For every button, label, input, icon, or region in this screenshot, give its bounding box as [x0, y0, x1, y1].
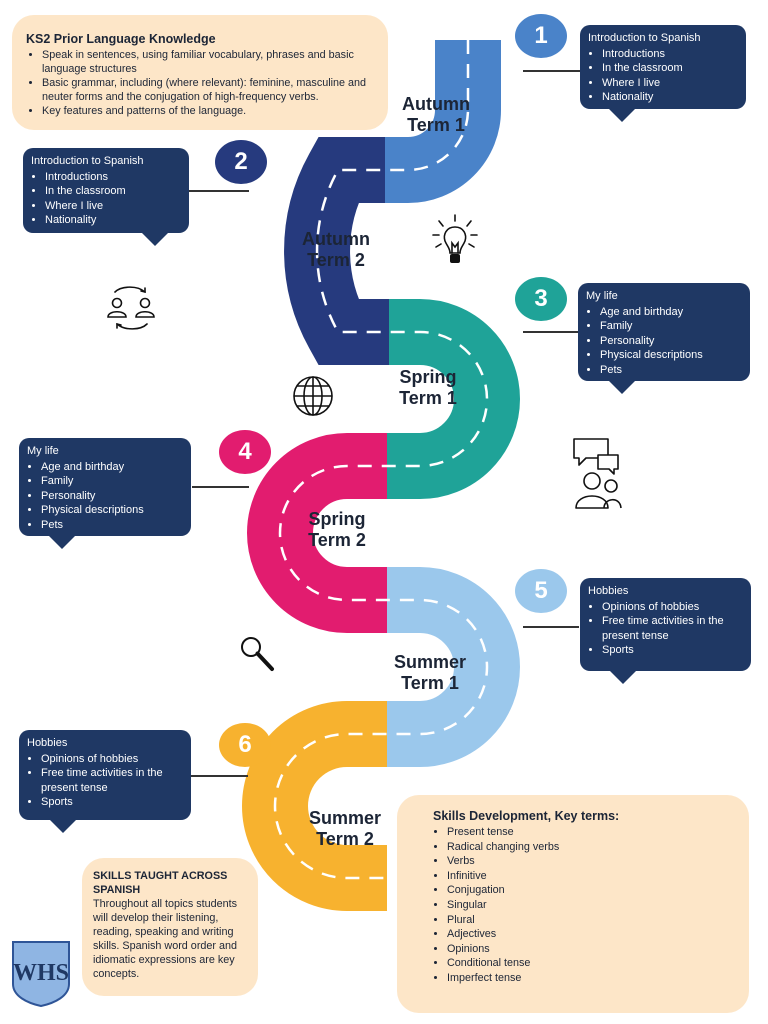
topic-item: Free time activities in the present tens…: [41, 766, 183, 795]
key-term: Opinions: [447, 942, 737, 957]
topic-item: Opinions of hobbies: [602, 600, 743, 615]
topic-item: Introductions: [602, 47, 738, 62]
globe-icon: [293, 376, 333, 416]
road-segment-summer-term-2: [242, 701, 387, 911]
connector-line-2: [189, 190, 249, 192]
road-center-dashes: [273, 40, 489, 880]
key-term: Imperfect tense: [447, 971, 737, 986]
term-number-badge-5: 5: [515, 569, 567, 613]
term-number-badge-3: 3: [515, 277, 567, 321]
topic-item: In the classroom: [602, 61, 738, 76]
people-exchange-icon: [107, 286, 155, 330]
topic-title: Hobbies: [27, 737, 68, 749]
topic-item: Physical descriptions: [600, 348, 742, 363]
callout-pointer: [608, 380, 636, 394]
connector-line-6: [191, 775, 248, 777]
topic-item: Family: [600, 319, 742, 334]
prior-knowledge-item: Speak in sentences, using familiar vocab…: [42, 48, 376, 76]
prior-knowledge-title: KS2 Prior Language Knowledge: [26, 32, 216, 46]
key-term: Plural: [447, 913, 737, 928]
key-term: Conditional tense: [447, 956, 737, 971]
topic-item: Physical descriptions: [41, 503, 183, 518]
topic-item: Age and birthday: [41, 460, 183, 475]
callout-pointer: [49, 819, 77, 833]
connector-line-4: [192, 486, 249, 488]
topic-callout-6: Hobbies Opinions of hobbies Free time ac…: [19, 730, 191, 820]
topic-item: Family: [41, 474, 183, 489]
topic-item: Pets: [600, 363, 742, 378]
topic-item: Introductions: [45, 170, 181, 185]
callout-pointer: [608, 108, 636, 122]
topic-item: Nationality: [45, 213, 181, 228]
topic-item: Where I live: [45, 199, 181, 214]
topic-title: Introduction to Spanish: [31, 155, 144, 167]
callout-pointer: [141, 232, 169, 246]
prior-knowledge-box: KS2 Prior Language Knowledge Speak in se…: [12, 15, 388, 130]
topic-item: Sports: [602, 643, 743, 658]
prior-knowledge-item: Basic grammar, including (where relevant…: [42, 76, 376, 104]
prior-knowledge-item: Key features and patterns of the languag…: [42, 104, 376, 118]
topic-title: Introduction to Spanish: [588, 32, 701, 44]
topic-callout-3: My life Age and birthday Family Personal…: [578, 283, 750, 381]
topic-callout-5: Hobbies Opinions of hobbies Free time ac…: [580, 578, 751, 671]
topic-item: Where I live: [602, 76, 738, 91]
topic-item: Free time activities in the present tens…: [602, 614, 743, 643]
term-number-badge-6: 6: [219, 723, 271, 767]
callout-pointer: [48, 535, 76, 549]
skills-taught-text: Throughout all topics students will deve…: [93, 898, 238, 980]
skills-taught-box: SKILLS TAUGHT ACROSS SPANISH Throughout …: [82, 858, 258, 996]
key-term: Radical changing verbs: [447, 840, 737, 855]
topic-item: In the classroom: [45, 184, 181, 199]
connector-line-1: [523, 70, 581, 72]
topic-callout-4: My life Age and birthday Family Personal…: [19, 438, 191, 536]
lightbulb-icon: [432, 214, 478, 263]
topic-item: Age and birthday: [600, 305, 742, 320]
topic-title: My life: [27, 445, 59, 457]
connector-line-5: [523, 626, 579, 628]
topic-item: Opinions of hobbies: [41, 752, 183, 767]
key-terms-box: Skills Development, Key terms: Present t…: [397, 795, 749, 1013]
term-number-badge-1: 1: [515, 14, 567, 58]
key-term: Verbs: [447, 854, 737, 869]
key-term: Adjectives: [447, 927, 737, 942]
topic-callout-2: Introduction to Spanish Introductions In…: [23, 148, 189, 233]
term-number-badge-4: 4: [219, 430, 271, 474]
key-term: Present tense: [447, 825, 737, 840]
school-logo: WHS: [12, 941, 70, 1008]
topic-title: My life: [586, 290, 618, 302]
topic-title: Hobbies: [588, 585, 629, 597]
magnifier-icon: [241, 637, 274, 671]
callout-pointer: [609, 670, 637, 684]
connector-line-3: [523, 331, 579, 333]
topic-item: Pets: [41, 518, 183, 533]
skills-taught-title: SKILLS TAUGHT ACROSS SPANISH: [93, 870, 228, 896]
topic-item: Nationality: [602, 90, 738, 105]
key-term: Conjugation: [447, 883, 737, 898]
key-terms-title: Skills Development, Key terms:: [433, 809, 620, 823]
topic-item: Personality: [600, 334, 742, 349]
term-number-badge-2: 2: [215, 140, 267, 184]
topic-item: Personality: [41, 489, 183, 504]
school-logo-text: WHS: [13, 960, 69, 986]
key-term: Infinitive: [447, 869, 737, 884]
key-term: Singular: [447, 898, 737, 913]
topic-callout-1: Introduction to Spanish Introductions In…: [580, 25, 746, 109]
topic-item: Sports: [41, 795, 183, 810]
conversation-icon: [573, 438, 622, 509]
